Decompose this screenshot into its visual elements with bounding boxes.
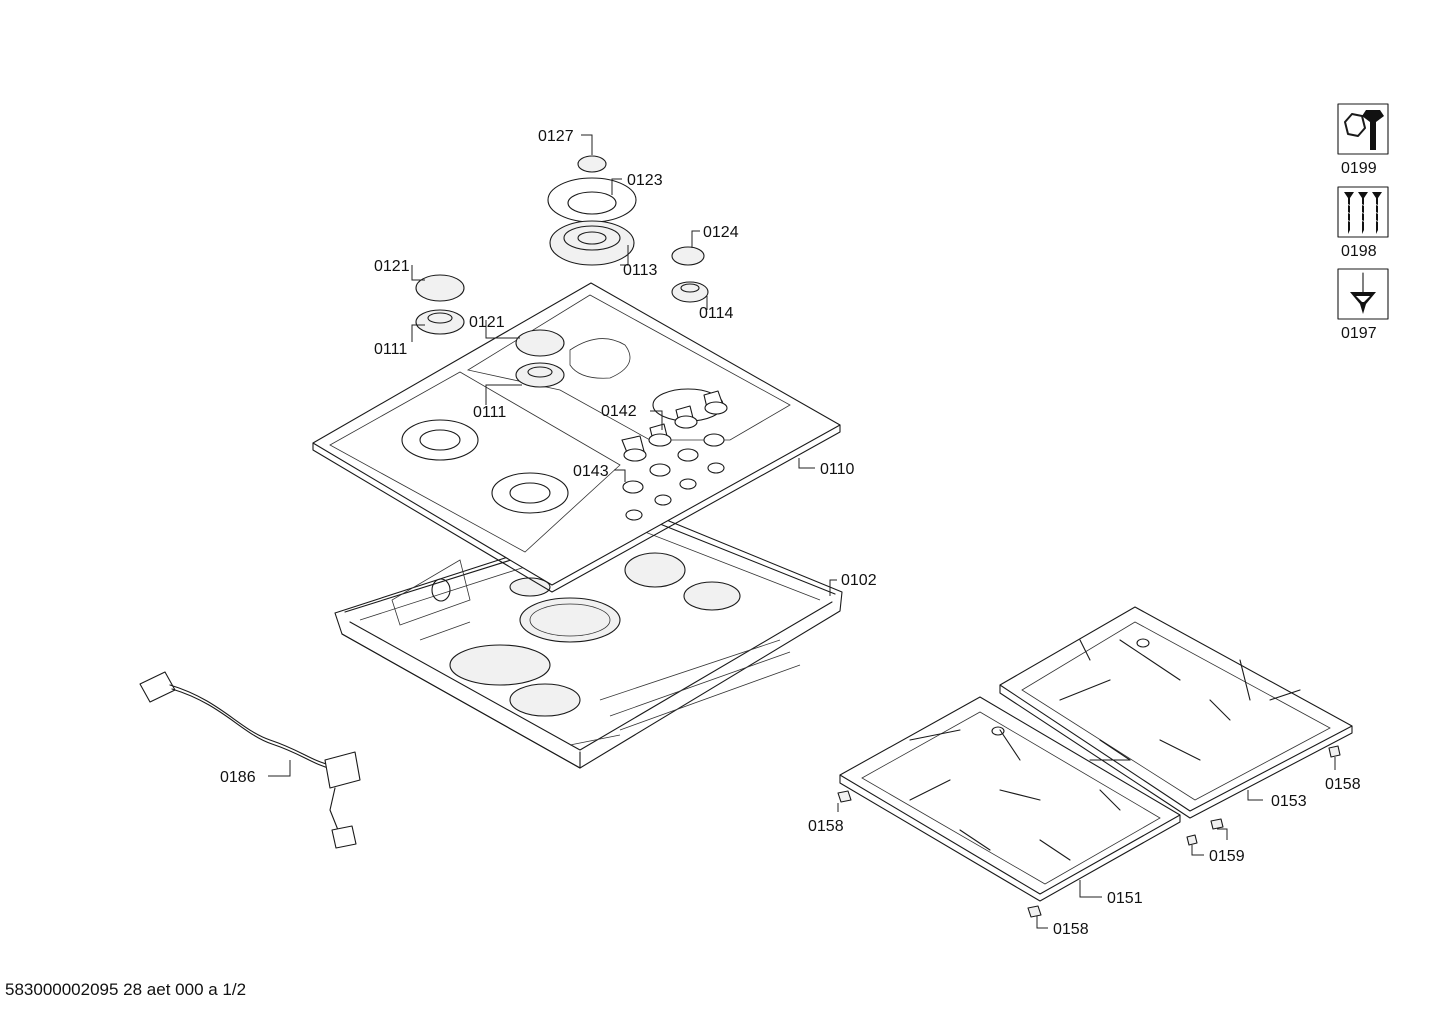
callout-0142: 0142: [601, 403, 637, 420]
screwdriver-icon: [1350, 272, 1376, 314]
burner-large: [547, 155, 637, 266]
burner-medium-a: [415, 274, 465, 335]
callout-0124: 0124: [703, 224, 739, 241]
bottom-tray: [334, 511, 843, 769]
callout-0159: 0159: [1209, 848, 1245, 865]
callout-0143: 0143: [573, 463, 609, 480]
control-knobs: [621, 390, 728, 521]
tool-icon-0197: 0197: [1337, 268, 1389, 342]
callout-0113: 0113: [623, 262, 658, 279]
tool-icon-0199: 0199: [1337, 103, 1389, 177]
callout-0153: 0153: [1271, 793, 1307, 810]
burner-small: [671, 246, 709, 303]
power-cable: [139, 671, 361, 849]
callout-0151: 0151: [1107, 890, 1143, 907]
tool-code-0198: 0198: [1341, 243, 1377, 260]
callout-0127: 0127: [538, 128, 574, 145]
callout-0158-b: 0158: [1053, 921, 1089, 938]
callout-0158-a: 0158: [808, 818, 844, 835]
leader-lines: [268, 134, 1336, 929]
callout-0121-b: 0121: [469, 314, 505, 331]
tool-code-0197: 0197: [1341, 325, 1377, 342]
callout-0121-a: 0121: [374, 258, 410, 275]
tool-code-0199: 0199: [1341, 160, 1377, 177]
cooktop-top-plate: [312, 282, 841, 593]
callout-0114: 0114: [699, 305, 734, 322]
document-id-footer: 583000002095 28 aet 000 a 1/2: [5, 980, 247, 999]
rubber-feet: [837, 745, 1341, 918]
callout-0111-b: 0111: [473, 404, 506, 421]
callout-labels: 0127 0123 0124 0113 0114 0121 0111 0121 …: [220, 128, 1361, 938]
pan-support-left: [839, 696, 1181, 902]
pan-support-right: [999, 606, 1353, 819]
screws-icon: [1344, 192, 1382, 234]
wrench-nut-icon: [1344, 110, 1384, 150]
tool-icon-0198: 0198: [1337, 186, 1389, 260]
callout-0111-a: 0111: [374, 341, 407, 358]
burner-medium-b: [515, 329, 565, 388]
callout-0110: 0110: [820, 461, 855, 478]
callout-0158-c: 0158: [1325, 776, 1361, 793]
callout-0123: 0123: [627, 172, 663, 189]
callout-0186: 0186: [220, 769, 256, 786]
callout-0102: 0102: [841, 572, 877, 589]
